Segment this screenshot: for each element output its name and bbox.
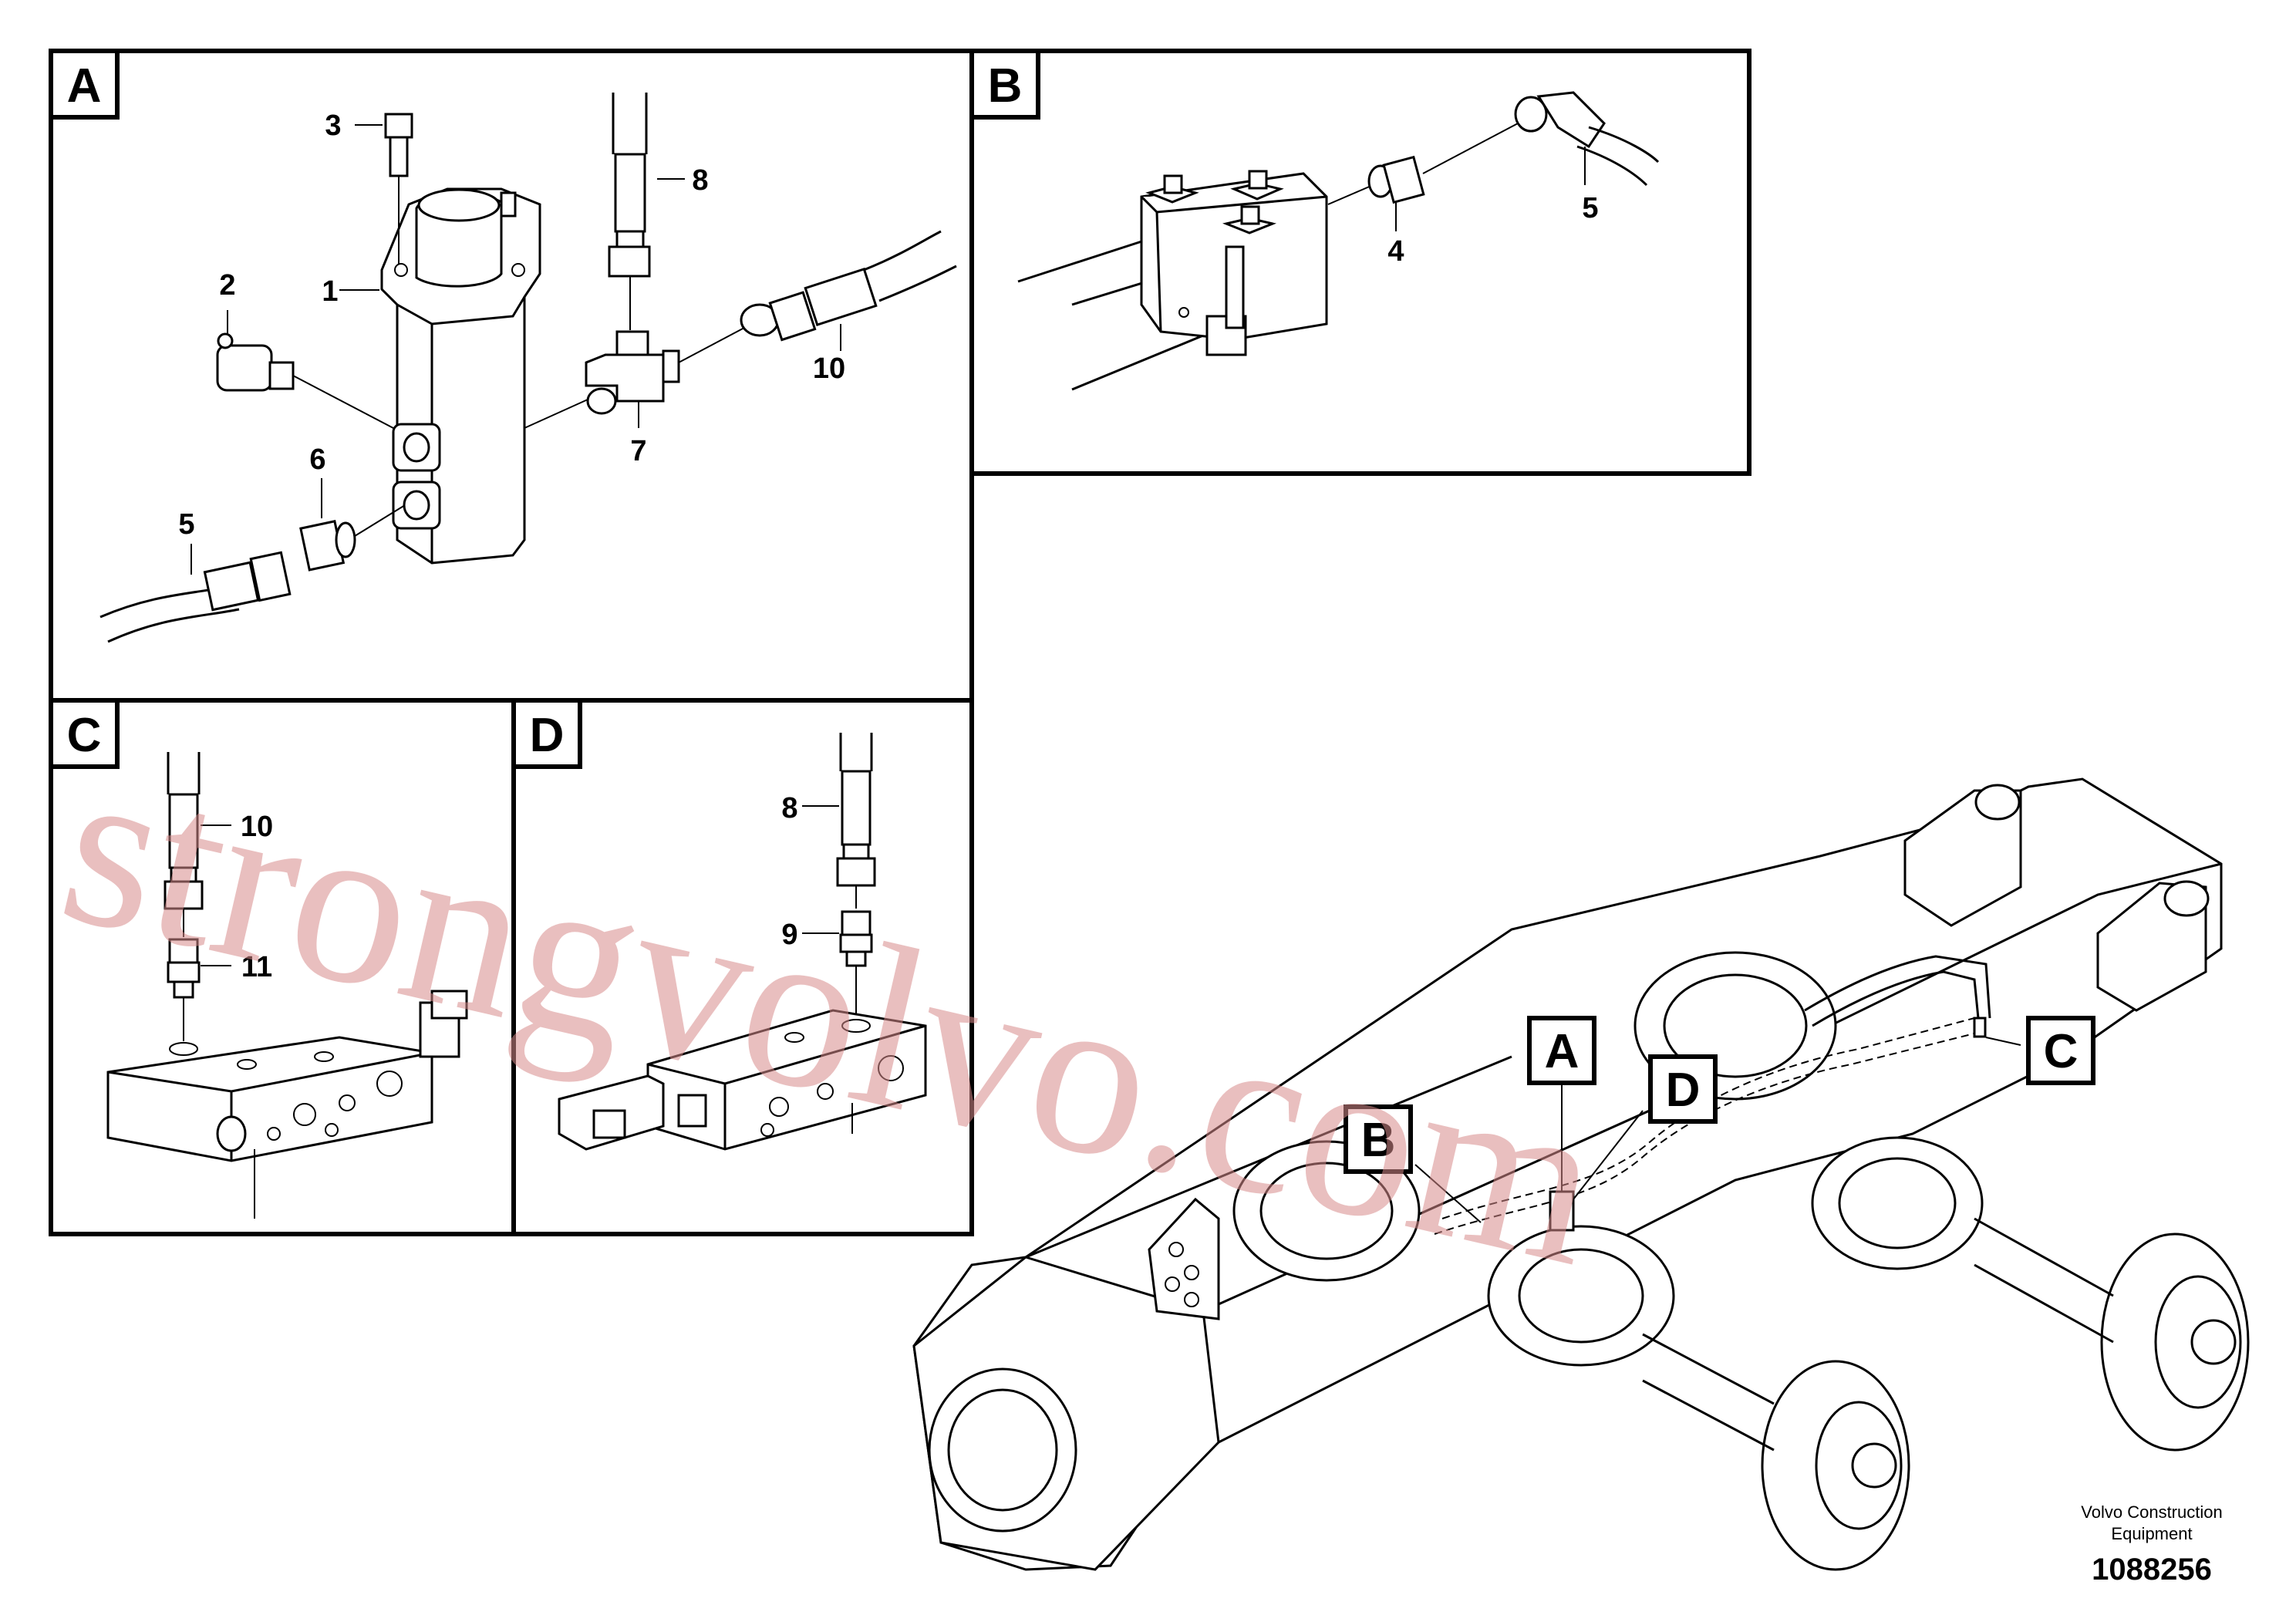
panel-b: B bbox=[969, 49, 1752, 476]
callout-a-5: 5 bbox=[178, 508, 194, 541]
callout-a-10: 10 bbox=[813, 352, 845, 385]
hose-8-fitting-9-d bbox=[802, 733, 876, 1018]
footer-company-line2: Equipment bbox=[2111, 1524, 2192, 1543]
callout-a-7: 7 bbox=[630, 435, 646, 467]
panel-d-tag: D bbox=[530, 709, 565, 762]
sensor-2 bbox=[216, 310, 394, 429]
panel-c: C bbox=[49, 698, 516, 1236]
callout-a-3: 3 bbox=[325, 110, 341, 142]
callout-b-4: 4 bbox=[1387, 235, 1404, 268]
valve-body bbox=[380, 187, 541, 565]
callout-d-9: 9 bbox=[781, 919, 797, 951]
callout-c-10: 10 bbox=[241, 811, 273, 843]
panel-b-tag: B bbox=[988, 59, 1023, 113]
panel-a: A bbox=[49, 49, 974, 703]
tee-7-hose-8-hose-10 bbox=[524, 93, 957, 429]
fitting-4-hose-5-b bbox=[1327, 91, 1660, 231]
overview-tag-b: B bbox=[1361, 1114, 1396, 1167]
callout-b-5: 5 bbox=[1582, 192, 1598, 224]
bolt-3 bbox=[355, 113, 413, 264]
callout-a-6: 6 bbox=[309, 443, 325, 476]
hose-10-fitting-11-c bbox=[164, 752, 231, 1041]
overview-tag-d: D bbox=[1666, 1064, 1701, 1117]
panel-d: D 8 bbox=[511, 698, 974, 1236]
callout-c-11: 11 bbox=[241, 951, 272, 983]
callout-a-1: 1 bbox=[322, 275, 338, 308]
valve-block-c bbox=[106, 990, 468, 1219]
overview-tag-c: C bbox=[2044, 1025, 2079, 1078]
overview-tag-a: A bbox=[1545, 1025, 1580, 1078]
footer-block: Volvo Construction Equipment 1088256 bbox=[2081, 1502, 2222, 1587]
valve-block-d bbox=[558, 1009, 927, 1151]
overview-tags: B A D C bbox=[1344, 1016, 2095, 1174]
panel-a-tag: A bbox=[67, 59, 102, 113]
frame-beam-b bbox=[1017, 170, 1328, 391]
callout-a-2: 2 bbox=[219, 269, 235, 302]
footer-company-line1: Volvo Construction bbox=[2081, 1502, 2222, 1522]
overview-machine-frame bbox=[912, 777, 2250, 1571]
panel-c-tag: C bbox=[67, 709, 102, 762]
hose-5-fitting-6 bbox=[99, 478, 406, 643]
callout-a-8: 8 bbox=[692, 164, 708, 197]
callout-d-8: 8 bbox=[781, 792, 797, 824]
drawing-number: 1088256 bbox=[2092, 1553, 2212, 1587]
